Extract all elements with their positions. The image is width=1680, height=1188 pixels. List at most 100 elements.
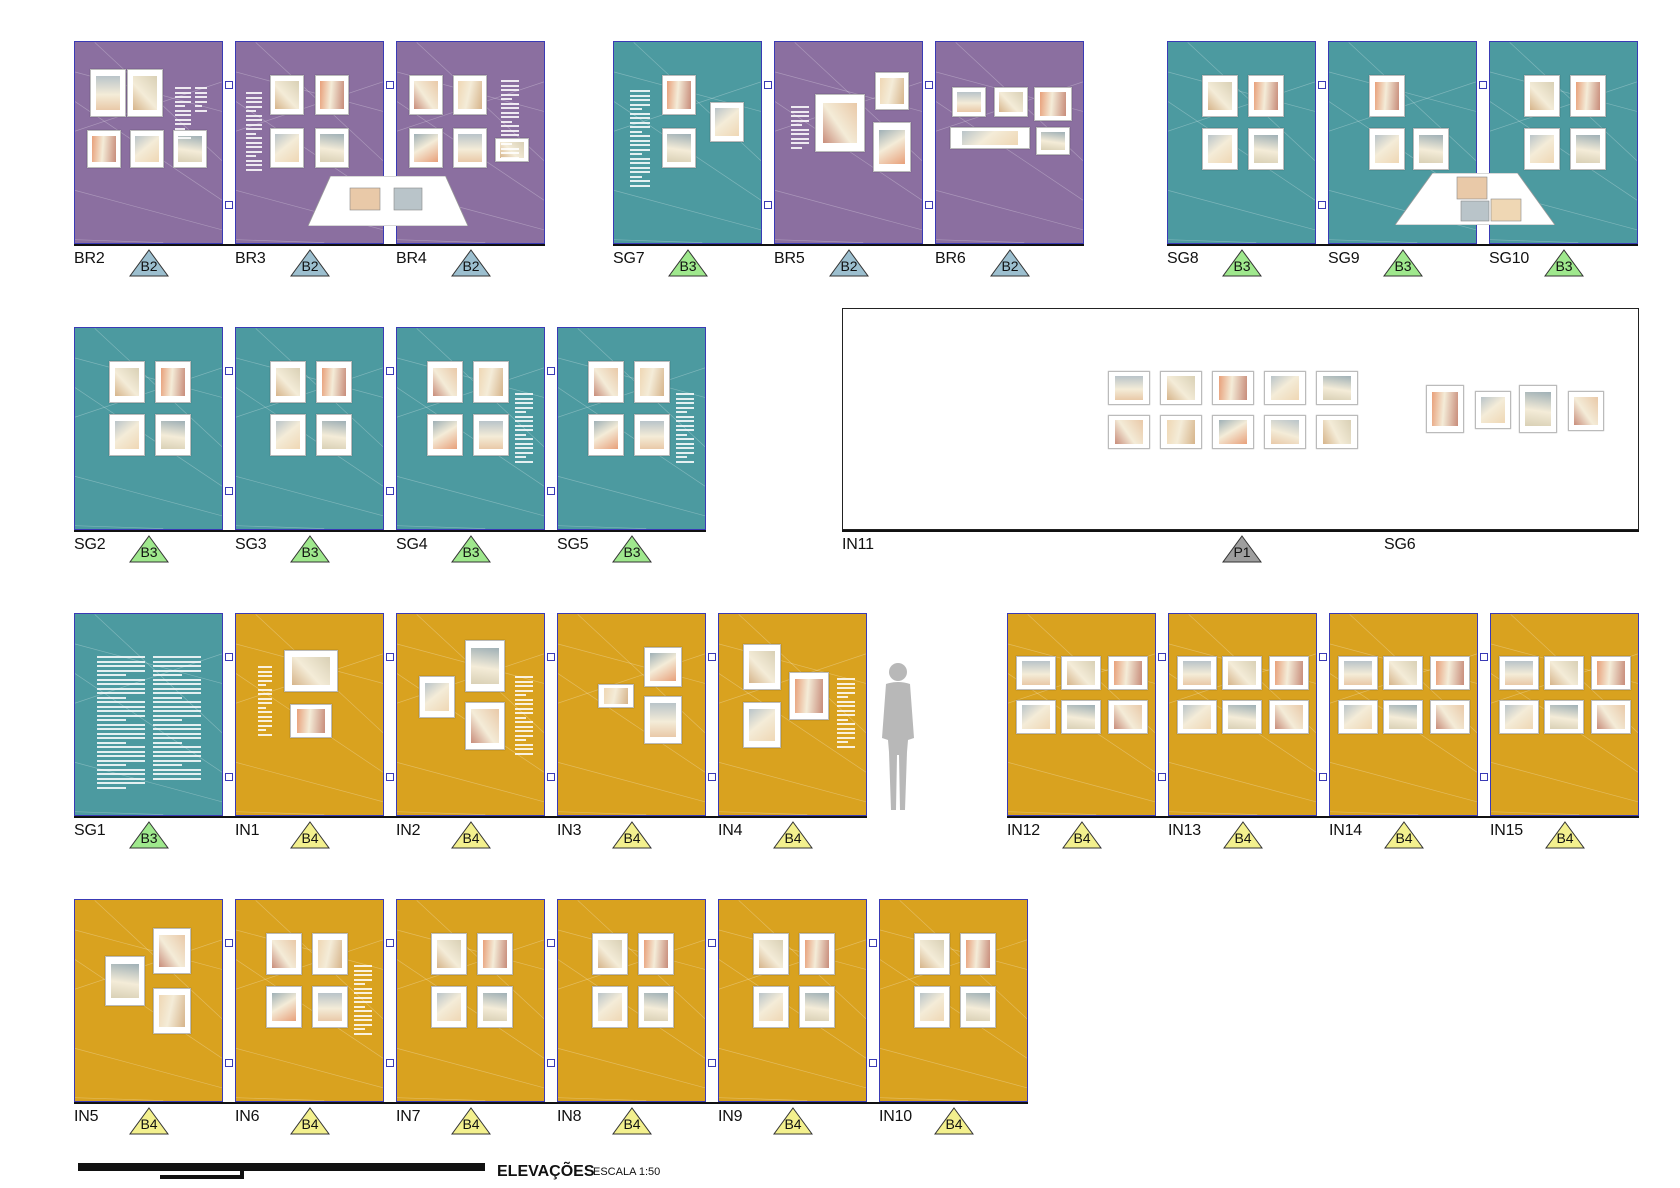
artwork-frame [266,986,302,1028]
panel-connector [1318,201,1326,209]
badge-triangle-shape [612,535,652,563]
wall-panel-in9 [718,899,867,1102]
wall-panel-in2 [396,613,545,816]
wall-panel-in13 [1168,613,1317,816]
artwork-frame [1570,128,1606,170]
artwork-frame [799,933,835,975]
badge-triangle-shape [290,1107,330,1135]
artwork-image [1374,134,1400,164]
artwork-image [880,78,904,104]
panel-connector [1318,81,1326,89]
panel-connector [386,487,394,495]
panel-connector [1158,773,1166,781]
panel-label-sg5: SG5 [557,536,589,553]
artwork-frame [1177,700,1217,734]
badge-triangle-shape [1062,821,1102,849]
artwork-image [961,130,1019,146]
wall-text-block [97,656,145,791]
display-vitrine [308,176,468,226]
artwork-frame [315,75,349,115]
artwork-frame [473,414,509,456]
artwork-image [1228,705,1256,729]
panel-connector [1479,81,1487,89]
artwork-image [1525,392,1551,426]
artwork-image [597,992,623,1022]
panel-connector [925,81,933,89]
artwork-frame [431,933,467,975]
artwork-image [159,935,185,967]
badge-triangle-shape [129,535,169,563]
wall-panel-sg4 [396,327,545,530]
artwork-image [436,992,462,1022]
badge-b3: B3 [1222,249,1262,277]
artwork-frame [1369,128,1405,170]
panel-connector [869,939,877,947]
artwork-frame [1160,415,1202,449]
artwork-frame [270,414,306,456]
badge-triangle-shape [451,1107,491,1135]
artwork-frame [1475,391,1511,429]
badge-b4: B4 [612,821,652,849]
badge-b4: B4 [129,1107,169,1135]
wall-panel-in8 [557,899,706,1102]
artwork-frame [592,933,628,975]
artwork-frame [950,127,1030,149]
artwork-image [414,134,438,162]
panel-texture [236,328,383,529]
badge-b4: B4 [1223,821,1263,849]
artwork-image [597,939,623,969]
artwork-frame [409,128,443,168]
badge-triangle-shape [1545,821,1585,849]
artwork-frame [312,933,348,975]
artwork-frame [1108,700,1148,734]
artwork-frame [1426,385,1464,433]
artwork-frame [1524,75,1560,117]
wall-text-block [515,393,533,465]
artwork-frame [1570,75,1606,117]
artwork-image [478,420,504,450]
artwork-frame [1222,700,1262,734]
artwork-image [1022,705,1050,729]
wall-panel-sg3 [235,327,384,530]
artwork-image [1183,661,1211,685]
artwork-image [160,420,186,450]
artwork-image [1270,420,1300,444]
panel-texture [558,900,705,1101]
badge-label: B2 [840,258,858,274]
badge-label: B4 [462,1116,480,1132]
artwork-frame [634,361,670,403]
artwork-frame [284,650,338,692]
panel-label-br3: BR3 [235,250,266,267]
artwork-image [1114,420,1144,444]
panel-label-sg6: SG6 [1384,536,1416,553]
panel-label-in10: IN10 [879,1108,912,1125]
artwork-image [114,367,140,397]
vitrine-item [349,187,381,211]
artwork-frame [316,414,352,456]
artwork-image [639,420,665,450]
artwork-frame [270,75,304,115]
panel-connector [225,1059,233,1067]
artwork-image [432,367,458,397]
panel-connector [547,487,555,495]
artwork-frame [419,676,455,718]
artwork-image [1022,661,1050,685]
vitrine-item [1456,176,1488,200]
artwork-image [275,420,301,450]
artwork-image [159,995,185,1027]
artwork-image [1166,376,1196,400]
wall-panel-in15 [1490,613,1639,816]
panel-label-in13: IN13 [1168,822,1201,839]
badge-b4: B4 [1545,821,1585,849]
artwork-image [1418,134,1444,164]
artwork-frame [127,69,163,117]
wall-panel-in14 [1329,613,1478,816]
badge-b3: B3 [1383,249,1423,277]
badge-label: B3 [623,544,641,560]
artwork-image [1218,376,1248,400]
panel-connector [1319,653,1327,661]
badge-label: B3 [301,544,319,560]
panel-label-br2: BR2 [74,250,105,267]
panel-connector [225,81,233,89]
